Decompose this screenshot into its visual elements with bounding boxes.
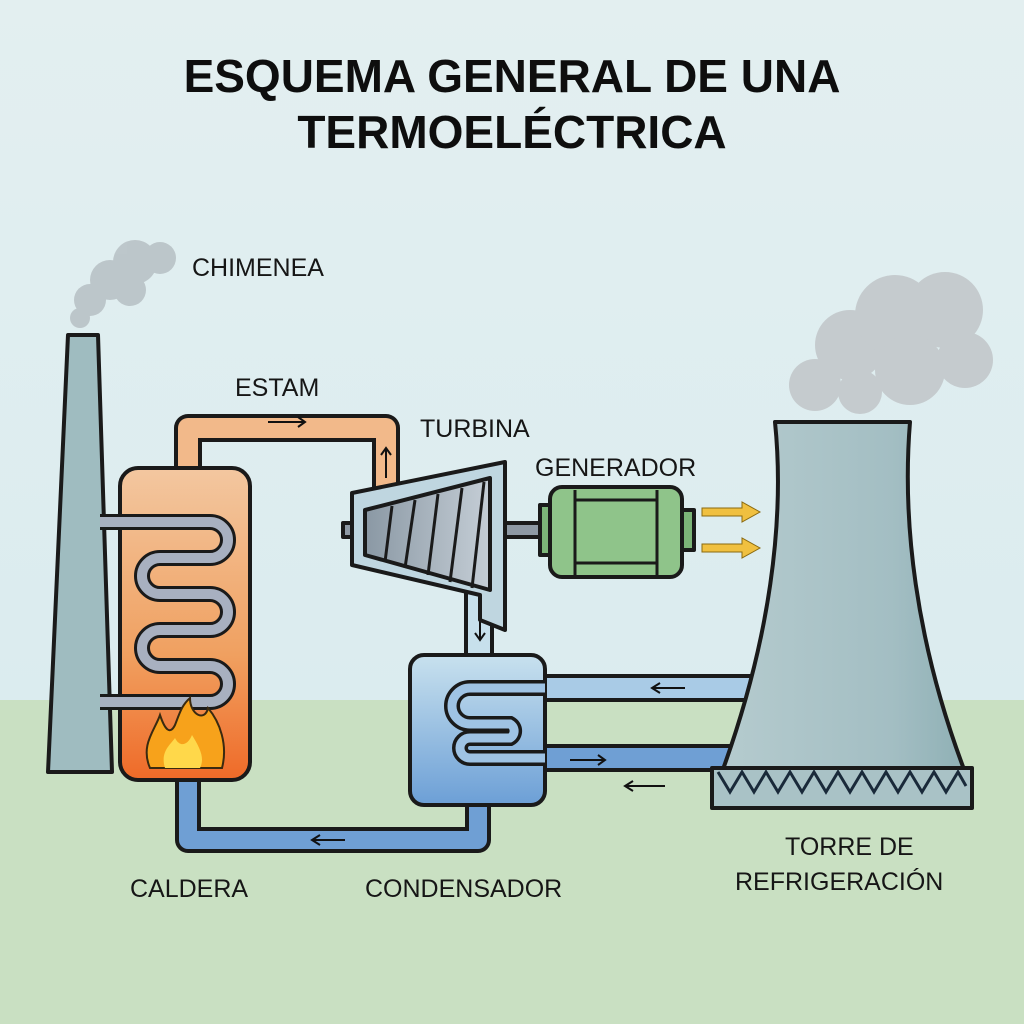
label-tower-line-2: REFRIGERACIÓN xyxy=(735,867,943,896)
label-chimney: CHIMENEA xyxy=(192,254,324,282)
label-generator: GENERADOR xyxy=(535,454,696,482)
fire-icon xyxy=(145,695,226,769)
steam-arrow xyxy=(268,416,307,428)
chimney-smoke xyxy=(70,240,176,328)
electricity-arrows xyxy=(701,501,762,559)
tower-steam xyxy=(789,272,993,414)
cooling-tower-vents xyxy=(716,769,968,795)
label-steam: ESTAM xyxy=(235,374,319,402)
cooling-tower-base xyxy=(710,766,974,810)
label-condenser: CONDENSADOR xyxy=(365,875,562,903)
label-tower-line-1: TORRE DE xyxy=(785,833,914,861)
label-boiler: CALDERA xyxy=(130,875,248,903)
steam-arrow-up xyxy=(380,446,392,478)
return-arrow xyxy=(310,834,345,846)
cooling-arrow-1 xyxy=(650,682,685,694)
chimney xyxy=(46,333,114,774)
title-line-1: ESQUEMA GENERAL DE UNA xyxy=(184,50,841,102)
label-turbine: TURBINA xyxy=(420,415,530,443)
generator xyxy=(538,485,696,579)
title-line-2: TERMOELÉCTRICA xyxy=(297,106,726,158)
turbine-blades xyxy=(383,481,486,589)
cooling-arrow-3 xyxy=(623,780,665,792)
cooling-arrow-2 xyxy=(570,754,607,766)
